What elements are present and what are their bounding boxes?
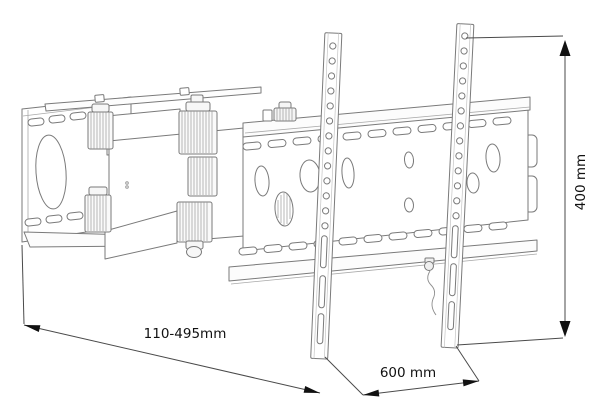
wall-plate-bottom-slots [24, 211, 84, 227]
hinge-knuckle-center-bottom [176, 201, 213, 258]
left-rail-slots [316, 235, 328, 345]
articulating-arm [44, 86, 262, 260]
arm-lower-link [104, 210, 178, 260]
right-rail-slots [447, 225, 459, 331]
tv-plate-hatched-oval [274, 191, 294, 227]
hinge-knuckle-wall-bottom [84, 186, 112, 233]
leader-right [455, 345, 480, 382]
extension-line [21, 244, 25, 325]
tv-plate [228, 96, 538, 285]
dimension-annotations: 110-495mm 600 mm 400 mm [21, 35, 589, 397]
locking-bolt-and-wire [424, 257, 437, 316]
left-vesa-rail [310, 32, 343, 360]
arrowhead-right [303, 386, 320, 393]
arrowhead-up [559, 40, 571, 56]
dimension-line [362, 380, 480, 396]
hinge-knuckle-center-top [178, 94, 218, 155]
arm-top-bar [44, 86, 262, 112]
extension-line-bottom [456, 337, 564, 346]
dimension-height: 400 mm [456, 35, 589, 346]
right-vesa-rail [440, 23, 475, 349]
width-label: 600 mm [380, 365, 436, 381]
tilt-adjust-knob [262, 101, 297, 122]
height-label: 400 mm [573, 154, 589, 210]
arrowhead-left [363, 389, 380, 397]
extension-range-label: 110-495mm [144, 326, 227, 342]
dimension-width: 600 mm [324, 345, 480, 397]
bracket-drawing [21, 23, 538, 360]
left-rail-holes [321, 42, 337, 230]
arrowhead-down [559, 321, 571, 337]
arrowhead-left [24, 325, 41, 332]
hinge-knuckle-wall-top [87, 103, 114, 150]
leader-left [324, 356, 364, 396]
arrowhead-right [462, 379, 479, 387]
right-rail-holes [452, 32, 469, 220]
hinge-knuckle-center-mid [187, 156, 218, 197]
dimension-line [23, 324, 321, 394]
wall-plate-top-slots [27, 111, 87, 127]
dimension-extension-range: 110-495mm [21, 244, 321, 394]
extension-line-top [465, 35, 564, 39]
tv-plate-oval-holes [254, 143, 501, 213]
wall-plate-oval-cutout [35, 134, 67, 210]
